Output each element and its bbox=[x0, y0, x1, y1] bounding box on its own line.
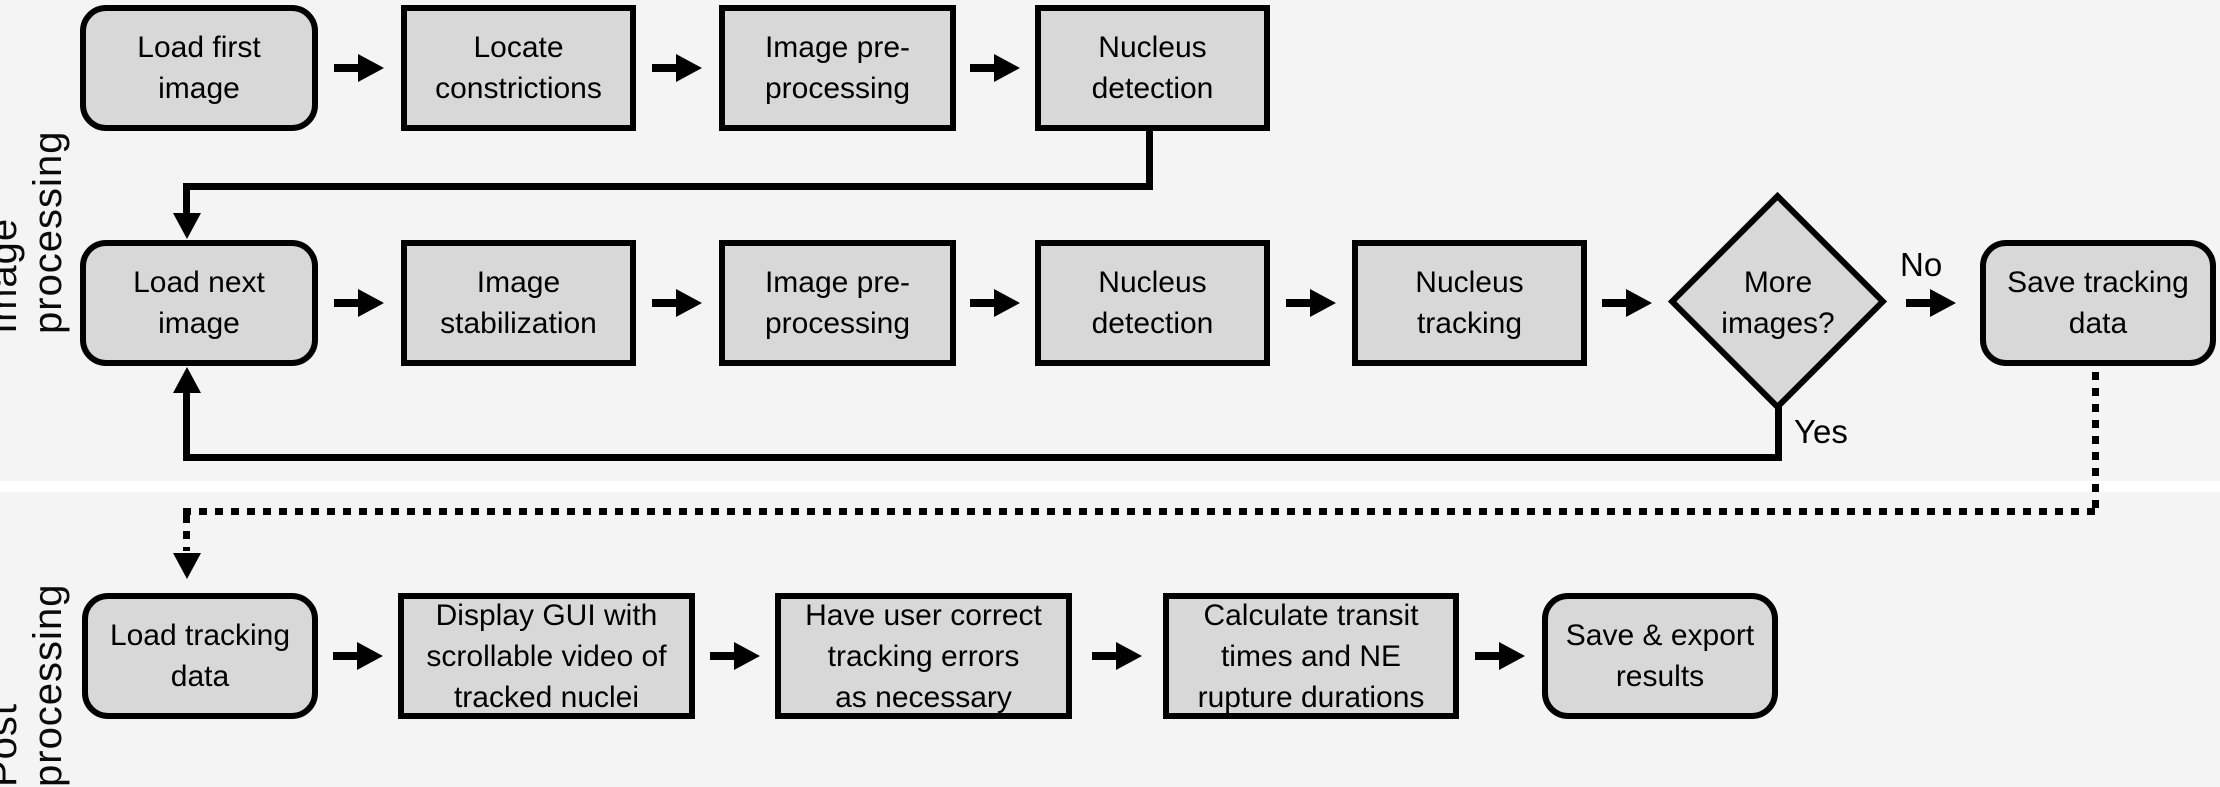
connector-line bbox=[183, 454, 1782, 461]
arrow-right-icon bbox=[970, 54, 1020, 82]
node-nucleus-detection-1: Nucleus detection bbox=[1035, 5, 1270, 131]
edge-label-yes: Yes bbox=[1794, 413, 1848, 450]
connector-line bbox=[1146, 131, 1153, 190]
arrow-right-icon bbox=[333, 642, 383, 670]
dotted-connector-line bbox=[183, 508, 2100, 515]
arrow-down-icon bbox=[173, 213, 201, 239]
node-nucleus-detection-2: Nucleus detection bbox=[1035, 240, 1270, 366]
arrow-right-icon bbox=[652, 54, 702, 82]
dotted-connector-line bbox=[183, 515, 190, 551]
connector-line bbox=[183, 393, 190, 454]
node-nucleus-tracking: Nucleus tracking bbox=[1352, 240, 1587, 366]
arrow-right-icon bbox=[1092, 642, 1142, 670]
node-load-tracking-data: Load tracking data bbox=[82, 593, 318, 719]
node-load-first-image: Load first image bbox=[80, 5, 318, 131]
node-user-correct-errors: Have user correct tracking errors as nec… bbox=[775, 593, 1072, 719]
decision-more-images-label: More images? bbox=[1721, 266, 1835, 340]
node-calculate-transit: Calculate transit times and NE rupture d… bbox=[1163, 593, 1459, 719]
arrow-right-icon bbox=[652, 289, 702, 317]
section-separator bbox=[0, 481, 2220, 492]
arrow-right-icon bbox=[710, 642, 760, 670]
arrow-right-icon bbox=[1286, 289, 1336, 317]
arrow-right-icon bbox=[970, 289, 1020, 317]
section-label-post-processing: Post processing bbox=[0, 583, 70, 787]
section-label-image-processing: Image processing bbox=[0, 130, 70, 334]
arrow-right-icon bbox=[1906, 289, 1956, 317]
connector-line bbox=[183, 190, 190, 214]
arrow-up-icon bbox=[173, 367, 201, 393]
node-image-preprocessing-1: Image pre- processing bbox=[719, 5, 956, 131]
node-display-gui: Display GUI with scrollable video of tra… bbox=[398, 593, 695, 719]
connector-line bbox=[183, 183, 1153, 190]
node-locate-constrictions: Locate constrictions bbox=[401, 5, 636, 131]
connector-line bbox=[1775, 407, 1782, 461]
edge-label-no: No bbox=[1900, 246, 1943, 283]
node-save-export-results: Save & export results bbox=[1542, 593, 1778, 719]
arrow-down-icon bbox=[173, 553, 201, 579]
arrow-right-icon bbox=[334, 289, 384, 317]
node-save-tracking-data: Save tracking data bbox=[1980, 240, 2216, 366]
arrow-right-icon bbox=[1602, 289, 1652, 317]
node-image-preprocessing-2: Image pre- processing bbox=[719, 240, 956, 366]
dotted-connector-line bbox=[2092, 372, 2099, 508]
arrow-right-icon bbox=[334, 54, 384, 82]
node-image-stabilization: Image stabilization bbox=[401, 240, 636, 366]
node-load-next-image: Load next image bbox=[80, 240, 318, 366]
arrow-right-icon bbox=[1475, 642, 1525, 670]
